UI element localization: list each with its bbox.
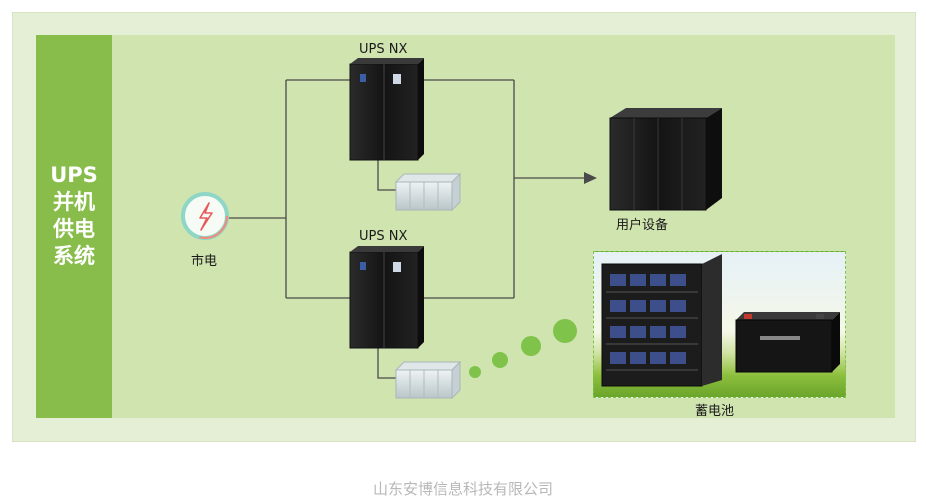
- battery-wire-bottom: [377, 347, 396, 379]
- ups-cabinet-bottom: [349, 246, 424, 349]
- battery-wire-top: [377, 158, 396, 191]
- battery-pack-bottom: [394, 360, 462, 400]
- ups-bottom-label: UPS NX: [359, 229, 408, 244]
- mains-label: 市电: [191, 254, 218, 269]
- ups-cabinet-top: [349, 58, 424, 161]
- battery-photo: [593, 251, 846, 398]
- footer-company: 山东安博信息科技有限公司: [372, 480, 553, 498]
- lightning-icon: [181, 192, 229, 240]
- connector-dots: [469, 319, 577, 378]
- load-arrow-icon: [584, 172, 597, 184]
- battery-pack-top: [394, 172, 462, 212]
- battery-label: 蓄电池: [695, 404, 735, 419]
- battery-cabinet-illustration: [601, 254, 840, 387]
- wiring: [228, 79, 586, 379]
- ups-top-label: UPS NX: [359, 42, 408, 57]
- side-bar: [36, 35, 112, 418]
- user-equipment-cabinets: [609, 108, 722, 211]
- side-title: UPS 并机 供电 系统: [50, 163, 98, 268]
- load-label: 用户设备: [616, 218, 669, 233]
